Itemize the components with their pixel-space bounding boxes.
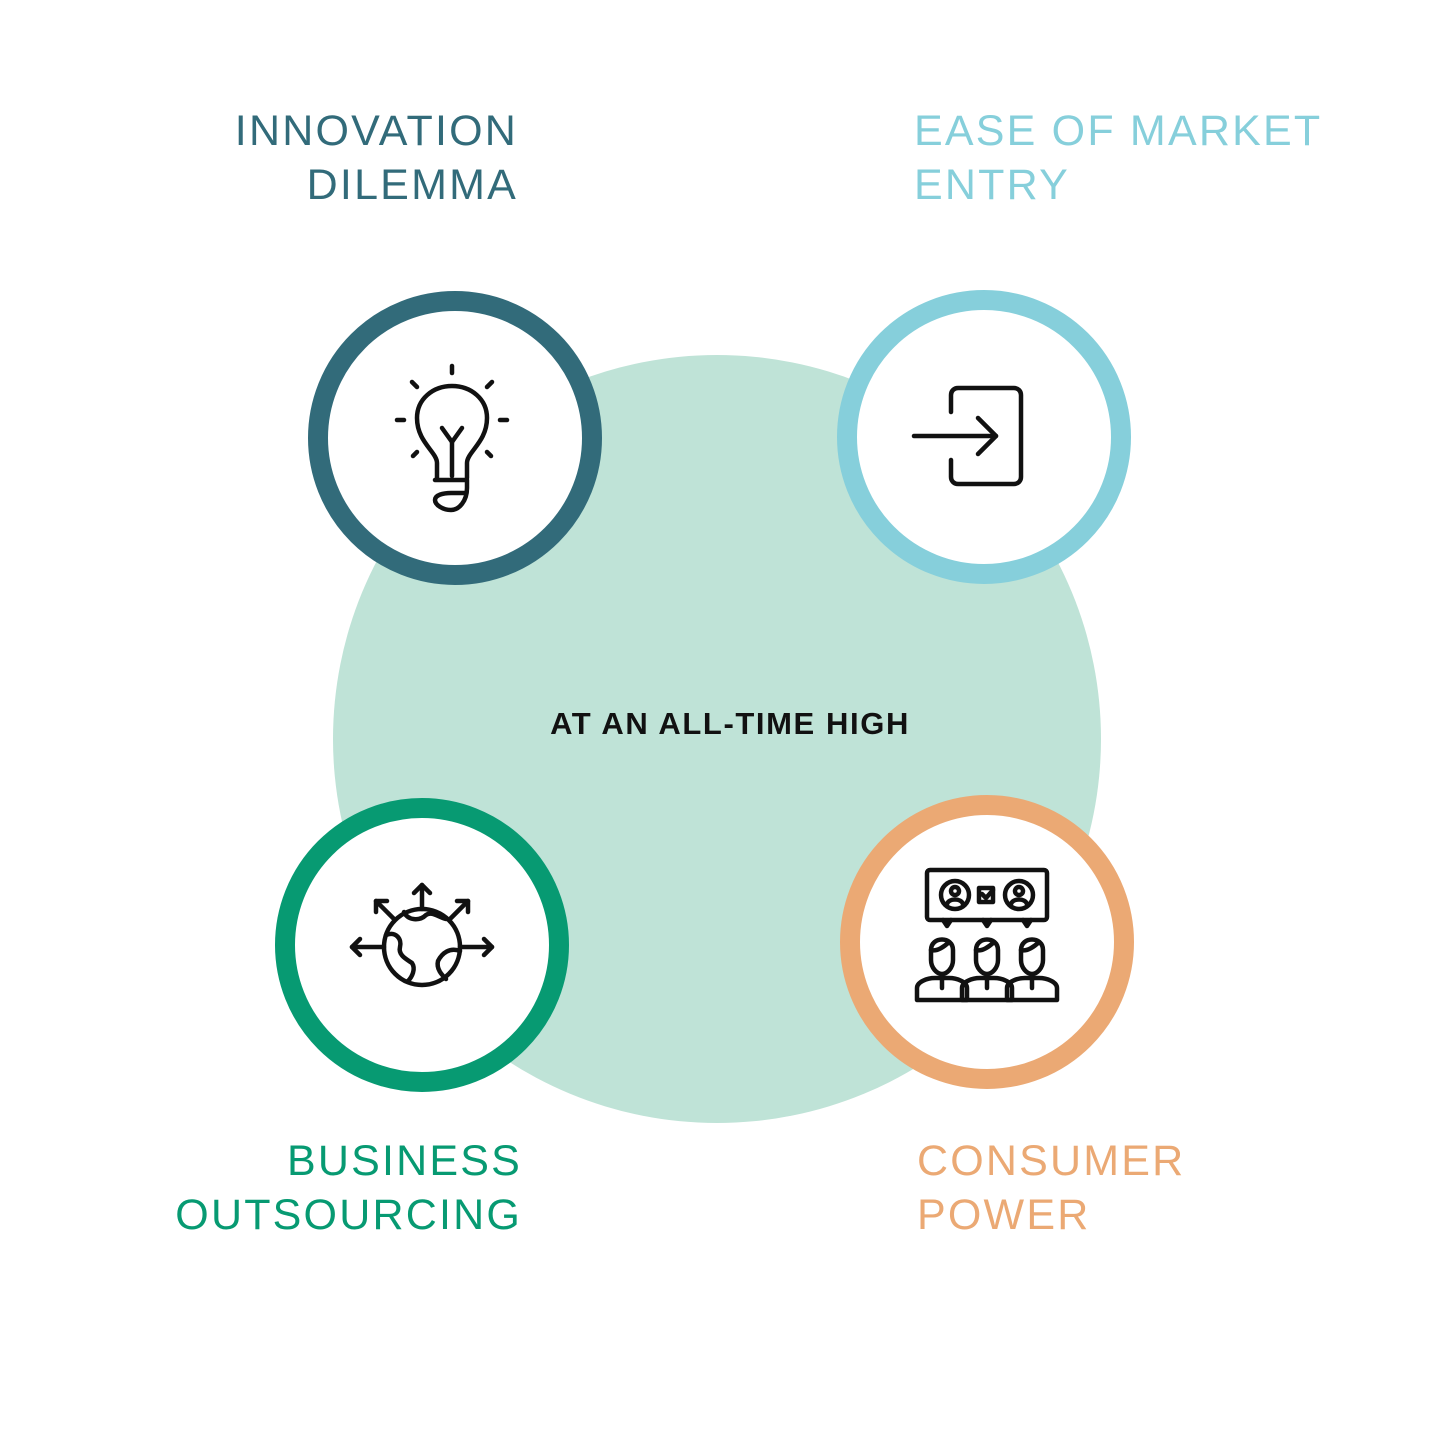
outsourcing-caption-line-2: OUTSOURCING	[175, 1191, 522, 1239]
lightbulb-icon	[394, 363, 510, 513]
consumer-ring	[840, 795, 1134, 1089]
market-entry-caption: EASE OF MARKET ENTRY	[914, 104, 1322, 212]
market-entry-ring	[837, 290, 1131, 584]
innovation-ring	[308, 291, 602, 585]
center-label: AT AN ALL-TIME HIGH	[550, 706, 910, 741]
globe-arrows-icon	[349, 882, 495, 988]
consumer-caption-line-2: POWER	[917, 1191, 1091, 1239]
innovation-caption-line-2: DILEMMA	[306, 161, 518, 209]
outsourcing-caption-line-1: BUSINESS	[286, 1137, 522, 1185]
outsourcing-ring	[275, 798, 569, 1092]
market-entry-caption-line-1: EASE OF MARKET	[914, 107, 1323, 155]
innovation-caption-line-1: INNOVATION	[234, 107, 518, 155]
sign-in-icon	[911, 385, 1024, 487]
market-entry-caption-line-2: ENTRY	[914, 161, 1070, 209]
audience-icon	[914, 867, 1060, 1003]
innovation-caption: INNOVATION DILEMMA	[160, 104, 518, 212]
consumer-caption-line-1: CONSUMER	[917, 1137, 1186, 1185]
outsourcing-caption: BUSINESS OUTSOURCING	[150, 1134, 522, 1242]
consumer-caption: CONSUMER POWER	[917, 1134, 1185, 1242]
